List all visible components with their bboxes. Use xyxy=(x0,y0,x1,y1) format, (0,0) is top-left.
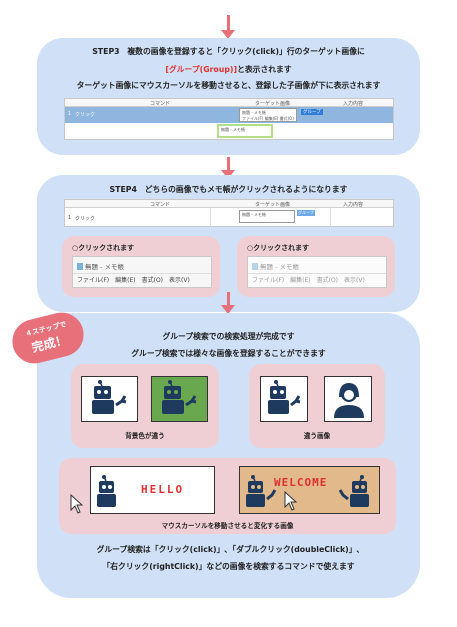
welcome-image: WELCOME xyxy=(239,466,380,514)
notepad-title-text: 無題 - メモ帳 xyxy=(85,263,124,271)
step3-line3: ターゲット画像にマウスカーソルを移動させると、登録した子画像が下に表示されます xyxy=(76,81,381,90)
clicked-label: ○クリックされます xyxy=(72,244,135,252)
row-number: 1 xyxy=(68,215,72,221)
robot-image-white xyxy=(81,376,138,422)
completion-panel: グループ検索での検索処理が完成です グループ検索では様々な画像を登録することがで… xyxy=(37,313,420,598)
robot-image xyxy=(260,376,308,422)
done-line1: グループ検索での検索処理が完成です xyxy=(162,332,295,341)
popup-title: 無題 - メモ帳 xyxy=(221,127,245,132)
header-command: コマンド xyxy=(150,202,171,208)
clicked-example-left: ○クリックされます 無題 - メモ帳 ファイル(F) 編集(E) 書式(O) 表… xyxy=(62,236,220,297)
table-divider xyxy=(210,208,211,228)
notepad-icon xyxy=(77,263,83,270)
thumb-menu: ファイル(F) 編集(E) 書式(O) 表示(V) xyxy=(242,116,294,121)
notepad-title: 無題 - メモ帳 xyxy=(252,261,299,271)
group-badge: グループ xyxy=(301,109,323,115)
clicked-example-right: ○クリックされます 無題 - メモ帳 ファイル(F) 編集(E) 書式(O) 表… xyxy=(237,236,395,297)
notepad-menu: ファイル(F) 編集(E) 書式(O) 表示(V) xyxy=(252,277,365,284)
step3-line1: STEP3 複数の画像を登録すると「クリック(click)」行のターゲット画像に xyxy=(92,47,365,56)
row-command: クリック xyxy=(75,216,96,222)
caption-bg-color: 背景色が違う xyxy=(125,432,165,440)
robot-icon xyxy=(97,475,116,507)
mouse-cursor-icon xyxy=(284,491,298,511)
table-row-selected[interactable] xyxy=(65,107,393,123)
group-badge: グループ xyxy=(297,210,315,216)
target-thumbnail[interactable]: 無題 - メモ帳 xyxy=(239,210,295,223)
example-mouse-hover: HELLO WELCOME xyxy=(59,458,396,534)
step4-panel: STEP4 どちらの画像でもメモ帳がクリックされるようになります コマンド ター… xyxy=(37,175,420,312)
robot-icon xyxy=(268,380,301,414)
table-header: コマンド ターゲット画像 入力内容 xyxy=(65,99,393,107)
person-icon xyxy=(334,383,364,418)
down-arrow-icon xyxy=(221,157,235,179)
step3-line2-suffix: と表示されます xyxy=(237,65,292,74)
robot-image-green xyxy=(151,376,208,422)
target-thumbnail[interactable]: 無題 - メモ帳 ファイル(F) 編集(E) 書式(O) 表示(V) xyxy=(239,108,297,122)
table-header: コマンド ターゲット画像 入力内容 xyxy=(65,200,393,208)
hello-text: HELLO xyxy=(141,483,185,496)
notepad-window-faded[interactable]: 無題 - メモ帳 ファイル(F) 編集(E) 書式(O) 表示(V) xyxy=(247,256,387,288)
clicked-label: ○クリックされます xyxy=(247,244,310,252)
down-arrow-icon xyxy=(221,15,235,39)
down-arrow-icon xyxy=(221,292,235,314)
example-background-color: 背景色が違う xyxy=(71,364,219,448)
caption-mouse-hover: マウスカーソルを移動させると変化する画像 xyxy=(161,522,294,530)
header-input: 入力内容 xyxy=(343,101,364,107)
header-target: ターゲット画像 xyxy=(255,202,291,208)
footer-line2: 「右クリック(rightClick)」などの画像を検索するコマンドで使えます xyxy=(102,562,355,571)
header-command: コマンド xyxy=(150,101,171,107)
notepad-title: 無題 - メモ帳 xyxy=(77,261,124,271)
step4-table: コマンド ターゲット画像 入力内容 1 クリック 無題 - メモ帳 グループ xyxy=(64,199,394,228)
row-command: クリック xyxy=(75,112,96,118)
welcome-text: WELCOME xyxy=(274,476,328,489)
group-label: [グループ(Group)] xyxy=(165,65,238,74)
step3-line2: [グループ(Group)]と表示されます xyxy=(37,65,420,75)
person-image xyxy=(324,376,372,422)
example-different-image: 違う画像 xyxy=(249,364,385,448)
mouse-cursor-icon xyxy=(70,494,84,514)
step4-title: STEP4 どちらの画像でもメモ帳がクリックされるようになります xyxy=(109,185,348,194)
header-input: 入力内容 xyxy=(343,202,364,208)
hello-image: HELLO xyxy=(90,466,215,514)
robot-icon xyxy=(92,380,127,414)
done-line2: グループ検索では様々な画像を登録することができます xyxy=(131,349,326,358)
child-image-popup[interactable]: 無題 - メモ帳 xyxy=(217,124,273,138)
step3-table: コマンド ターゲット画像 入力内容 1 クリック 無題 - メモ帳 ファイル(F… xyxy=(64,98,394,140)
thumb-title: 無題 - メモ帳 xyxy=(242,212,266,217)
robot-icon xyxy=(162,380,197,414)
notepad-menu: ファイル(F) 編集(E) 書式(O) 表示(V) xyxy=(77,277,190,284)
caption-different-image: 違う画像 xyxy=(303,432,331,440)
table-divider xyxy=(330,208,331,228)
header-target: ターゲット画像 xyxy=(255,101,291,107)
footer-line1: グループ検索は「クリック(click)」､「ダブルクリック(doubleClic… xyxy=(96,545,361,554)
robot-icon xyxy=(246,475,369,507)
thumb-title: 無題 - メモ帳 xyxy=(242,110,266,115)
step3-panel: STEP3 複数の画像を登録すると「クリック(click)」行のターゲット画像に… xyxy=(37,38,420,155)
row-number: 1 xyxy=(68,111,72,117)
notepad-title-text: 無題 - メモ帳 xyxy=(260,263,299,271)
notepad-icon xyxy=(252,263,258,270)
notepad-window[interactable]: 無題 - メモ帳 ファイル(F) 編集(E) 書式(O) 表示(V) xyxy=(72,256,212,288)
